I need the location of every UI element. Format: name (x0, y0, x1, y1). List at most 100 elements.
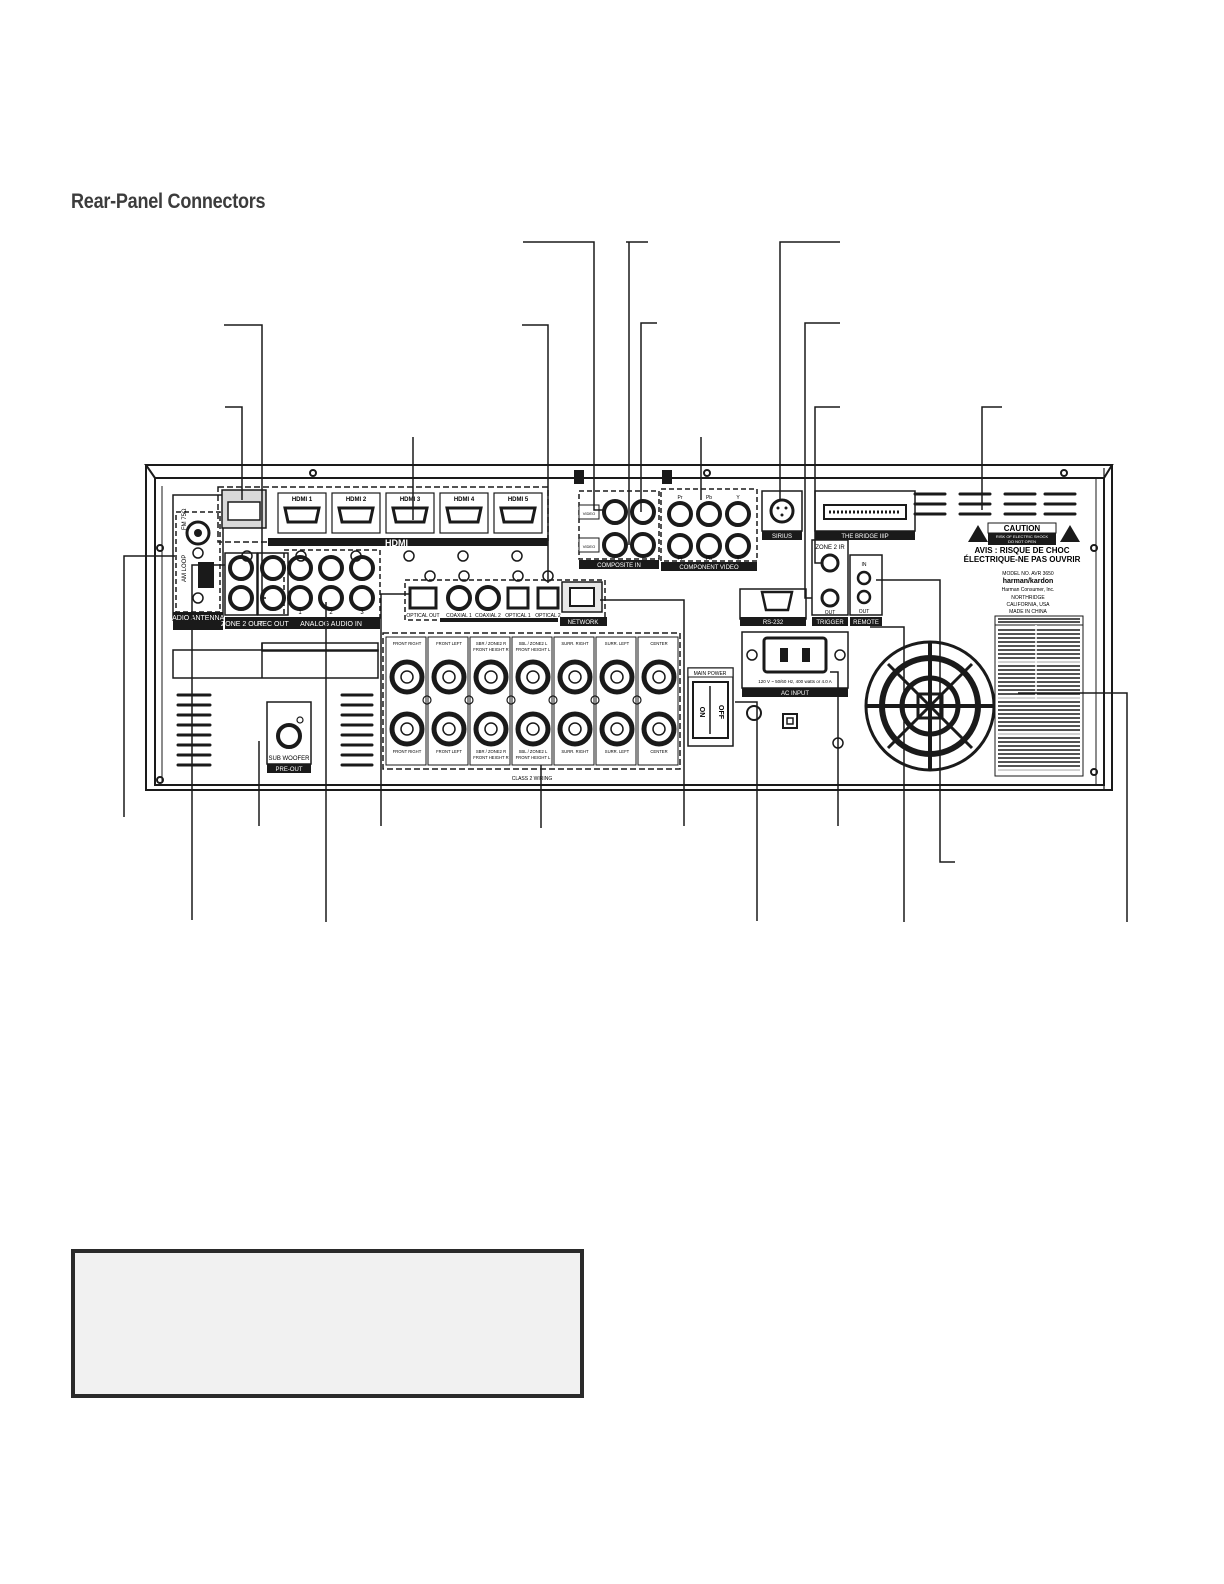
speaker-terminal-negative[interactable] (641, 711, 677, 747)
hdmi-port[interactable] (283, 506, 321, 524)
component-video-jack[interactable] (667, 533, 693, 559)
double-insulation-icon (782, 713, 798, 729)
analog-in-3-left[interactable] (349, 555, 375, 581)
speaker-channel-cell (385, 636, 427, 766)
speaker-terminal-positive[interactable] (431, 659, 467, 695)
am-antenna-terminal[interactable] (198, 562, 214, 588)
avis-line1: AVIS : RISQUE DE CHOC (975, 546, 1070, 555)
speaker-label-top: CENTER (650, 641, 667, 646)
speaker-channel-cell (595, 636, 637, 766)
analog-in-number-2: 2 (329, 610, 333, 616)
composite-in-2-jack[interactable] (602, 532, 628, 558)
optical-out-port[interactable] (408, 586, 438, 610)
caution-line2: DO NOT OPEN (1008, 539, 1036, 544)
hdmi-port[interactable] (391, 506, 429, 524)
speaker-label-bottom: FRONT HEIGHT L (516, 755, 551, 760)
speaker-terminal-negative[interactable] (599, 711, 635, 747)
ac-rating-label: 120 V ~ 50/60 Hz, 400 watts or 4.0 A (758, 679, 831, 684)
fm-antenna-jack[interactable] (185, 520, 211, 546)
bridge-label: THE BRIDGE IIIP (841, 534, 888, 540)
ac-input-socket[interactable] (762, 636, 828, 674)
speaker-terminal-positive[interactable] (473, 659, 509, 695)
trigger-out-jack[interactable] (820, 588, 840, 608)
speaker-label-bottom: SBL / ZONE2 L (519, 749, 548, 754)
speaker-terminal-positive[interactable] (641, 659, 677, 695)
analog-in-1-left[interactable] (287, 555, 313, 581)
speaker-terminal-negative[interactable] (515, 711, 551, 747)
zone2-ir-in-jack[interactable] (820, 553, 840, 573)
hdmi-port-frame (493, 492, 543, 534)
hdmi-port[interactable] (445, 506, 483, 524)
speaker-label-top: SURR. LEFT (605, 641, 630, 646)
speaker-terminal-negative[interactable] (431, 711, 467, 747)
analog-in-2-right[interactable] (318, 585, 344, 611)
analog-in-3-right[interactable] (349, 585, 375, 611)
analog-in-1-right[interactable] (287, 585, 313, 611)
composite-in-4-jack[interactable] (630, 532, 656, 558)
page-title: Rear-Panel Connectors (71, 190, 266, 213)
certification-icon (746, 705, 762, 721)
hdmi-port[interactable] (499, 506, 537, 524)
component-video-label: COMPONENT VIDEO (679, 565, 739, 571)
speaker-label-bottom: FRONT HEIGHT R (473, 755, 508, 760)
speaker-label-bottom: CENTER (650, 749, 667, 754)
remote-in-label: IN (862, 562, 867, 568)
composite-in-1-jack[interactable] (602, 499, 628, 525)
component-channel-label: Y (736, 556, 740, 562)
optical-2-port[interactable] (536, 586, 560, 610)
made-in: MADE IN CHINA (1009, 609, 1047, 615)
hdmi-logo: HDMI (385, 538, 408, 548)
speaker-channel-cell (469, 636, 511, 766)
component-channel-label: Pr (678, 556, 683, 562)
network-port[interactable] (569, 587, 595, 607)
coaxial-2-jack[interactable] (475, 585, 501, 611)
trigger-out-label: OUT (825, 610, 836, 616)
speaker-terminal-negative[interactable] (389, 711, 425, 747)
subwoofer-preout-jack[interactable] (276, 723, 302, 749)
power-off-label: OFF (717, 705, 724, 720)
remote-in-jack-2[interactable] (856, 589, 872, 605)
analog-in-number-1: 1 (298, 610, 302, 616)
analog-in-2-left[interactable] (318, 555, 344, 581)
power-section: 120 V ~ 50/60 Hz, 400 watts or 4.0 A AC … (687, 631, 849, 749)
zone2-out-left-jack[interactable] (228, 555, 254, 581)
speaker-label-top: FRONT HEIGHT L (516, 647, 551, 652)
hdmi-port-label: HDMI 4 (454, 497, 475, 503)
component-channel-label: Pb (706, 556, 712, 562)
component-video-jack[interactable] (696, 501, 722, 527)
speaker-label-bottom: SURR. LEFT (605, 749, 630, 754)
speaker-terminal-negative[interactable] (473, 711, 509, 747)
optical-out-label: OPTICAL OUT (406, 613, 439, 619)
main-power-label: MAIN POWER (694, 671, 727, 677)
component-channel-label: Pr (678, 495, 683, 501)
speaker-terminal-positive[interactable] (389, 659, 425, 695)
hdmi-port[interactable] (337, 506, 375, 524)
speaker-channel-cell (637, 636, 679, 766)
speaker-terminal-positive[interactable] (515, 659, 551, 695)
zone2-out-right-jack[interactable] (228, 585, 254, 611)
rec-out-left-jack[interactable] (260, 555, 286, 581)
rs232-port[interactable] (760, 590, 794, 612)
speaker-label-top: SURR. RIGHT (561, 641, 589, 646)
optical-1-port[interactable] (506, 586, 530, 610)
sirius-port[interactable] (769, 498, 795, 524)
component-video-jack[interactable] (725, 533, 751, 559)
component-video-jack[interactable] (667, 501, 693, 527)
pre-out-label: PRE-OUT (276, 767, 303, 773)
speaker-terminal-positive[interactable] (599, 659, 635, 695)
speaker-terminal-positive[interactable] (557, 659, 593, 695)
component-video-jack[interactable] (725, 501, 751, 527)
component-video-jack[interactable] (696, 533, 722, 559)
composite-in-3-jack[interactable] (630, 499, 656, 525)
vent-slots (913, 492, 1077, 516)
speaker-terminal-negative[interactable] (557, 711, 593, 747)
remote-in-jack-1[interactable] (856, 570, 872, 586)
control-section: ZONE 2 IR OUT TRIGGER IN OUT REMOTE RS-2… (739, 539, 883, 626)
component-channel-label: Y (736, 495, 740, 501)
fm-label: FM 75Ω (182, 508, 188, 530)
warning-triangle-icon (968, 525, 988, 542)
company-name: Harman Consumer, Inc. (1002, 587, 1055, 593)
coaxial-1-jack[interactable] (446, 585, 472, 611)
speaker-label-bottom: SURR. RIGHT (561, 749, 589, 754)
